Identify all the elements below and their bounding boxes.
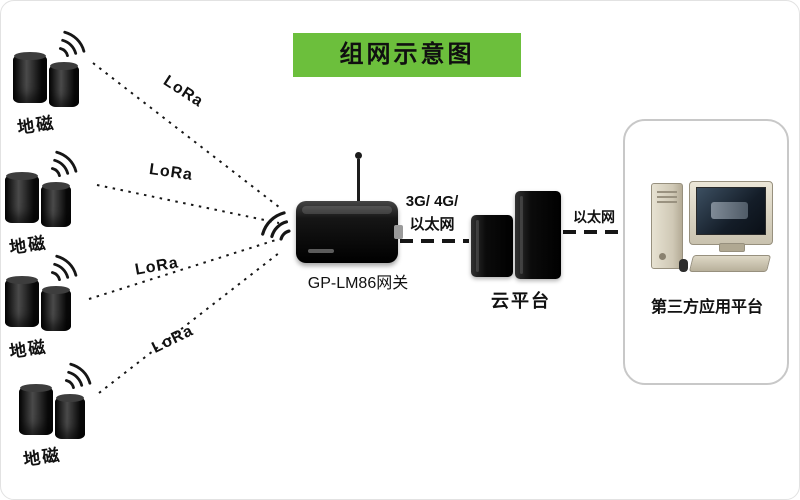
- third-party-platform-box: [623, 119, 789, 385]
- monitor-screen: [696, 187, 766, 235]
- cloud-server-front: [471, 215, 513, 277]
- geomagnetic-sensor: [5, 172, 39, 223]
- lora-link-3: [88, 238, 280, 300]
- third-party-platform-label: 第三方应用平台: [650, 299, 763, 316]
- geomagnetic-sensor: [41, 286, 71, 331]
- cloud-platform-link-text: 以太网: [573, 209, 615, 225]
- gateway-cloud-link-text-line1: 3G/ 4G/: [405, 193, 459, 210]
- signal-icon: [261, 211, 291, 241]
- sensor-label: 地磁: [22, 445, 63, 470]
- gateway-port: [394, 225, 403, 239]
- monitor-stand: [719, 243, 745, 252]
- signal-icon: [64, 362, 92, 390]
- cloud-platform-label: 云平台: [491, 291, 551, 311]
- sensor-group-3: 地磁: [1, 253, 111, 365]
- geomagnetic-sensor: [19, 384, 53, 435]
- gateway-led: [308, 249, 334, 253]
- gateway-cloud-link-text-line2: 以太网: [409, 216, 455, 233]
- lora-link-4: [98, 252, 280, 394]
- cloud-server-back: [515, 191, 561, 279]
- sensor-group-1: 地磁: [9, 29, 119, 141]
- antenna-icon: [355, 152, 362, 203]
- signal-icon: [50, 150, 78, 178]
- gateway-label: GP-LM86网关: [307, 275, 409, 292]
- sensor-group-2: 地磁: [1, 149, 111, 261]
- monitor: [689, 181, 773, 245]
- geomagnetic-sensor: [49, 62, 79, 107]
- computer-tower: [651, 183, 683, 269]
- geomagnetic-sensor: [5, 276, 39, 327]
- computer-illustration: [641, 173, 777, 285]
- diagram-title: 组网示意图: [293, 33, 521, 77]
- sensor-label: 地磁: [8, 337, 49, 362]
- geomagnetic-sensor: [41, 182, 71, 227]
- sensor-group-4: 地磁: [15, 361, 125, 473]
- keyboard: [688, 255, 772, 272]
- gateway-device: [296, 201, 403, 263]
- signal-icon: [50, 254, 78, 282]
- lora-link-2: [96, 184, 280, 224]
- signal-icon: [58, 30, 86, 58]
- sensor-label: 地磁: [16, 113, 57, 138]
- geomagnetic-sensor: [55, 394, 85, 439]
- geomagnetic-sensor: [13, 52, 47, 103]
- mouse: [679, 259, 688, 272]
